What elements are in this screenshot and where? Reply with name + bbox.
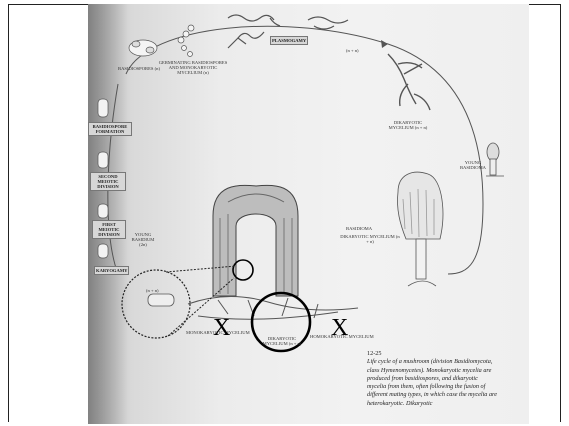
basidium-zoom-drawing xyxy=(122,260,253,338)
x-mark-left: X xyxy=(213,316,230,340)
basidiospores-drawing xyxy=(129,25,194,57)
label-dikaryotic-mycelium-bottom: DIKARYOTIC MYCELIUM (n + n) xyxy=(260,336,304,346)
label-second-meiotic-division: SECOND MEIOTIC DIVISION xyxy=(90,172,126,191)
label-plasmogamy: PLASMOGAMY xyxy=(270,36,308,45)
dikaryotic-mycelium-drawing xyxy=(388,54,430,110)
label-plasmogamy-n: (n + n) xyxy=(346,48,359,53)
label-first-meiotic-division: FIRST MEIOTIC DIVISION xyxy=(92,220,126,239)
arrowhead xyxy=(381,40,388,48)
x-mark-right: X xyxy=(331,316,348,340)
label-basidioma: BASIDIOMA xyxy=(346,226,372,231)
basidioma-drawing xyxy=(397,172,442,286)
label-basidiospore-formation: BASIDIOSPORE FORMATION xyxy=(88,122,132,136)
caption-number: 12-25 xyxy=(367,350,497,358)
plasmogamy-drawing xyxy=(308,17,348,29)
label-young-basidium: YOUNG BASIDIUM (2n) xyxy=(130,232,156,247)
gill-cross-section-drawing xyxy=(213,185,298,296)
figure-caption: 12-25 Life cycle of a mushroom (division… xyxy=(367,350,497,408)
frame-left-line xyxy=(8,4,9,422)
caption-text: Life cycle of a mushroom (division Basid… xyxy=(367,358,497,408)
scanned-textbook-page: BASIDIOSPORES (n) GERMINATING BASIDIOSPO… xyxy=(88,4,529,424)
label-basidium-n: (n + n) xyxy=(146,288,159,293)
label-young-basidioma: YOUNG BASIDIOMA xyxy=(456,160,490,170)
label-germinating: GERMINATING BASIDIOSPORES AND MONOKARYOT… xyxy=(158,60,228,75)
label-basidiospores: BASIDIOSPORES (n) xyxy=(118,66,160,71)
frame-right-line xyxy=(560,4,561,422)
label-dikaryotic-mycelium: DIKARYOTIC MYCELIUM (n + n) xyxy=(388,120,428,130)
label-karyogamy: KARYOGAMY xyxy=(94,266,129,275)
label-dikaryotic-mycelium-lower: DIKARYOTIC MYCELIUM (n + n) xyxy=(340,234,400,244)
